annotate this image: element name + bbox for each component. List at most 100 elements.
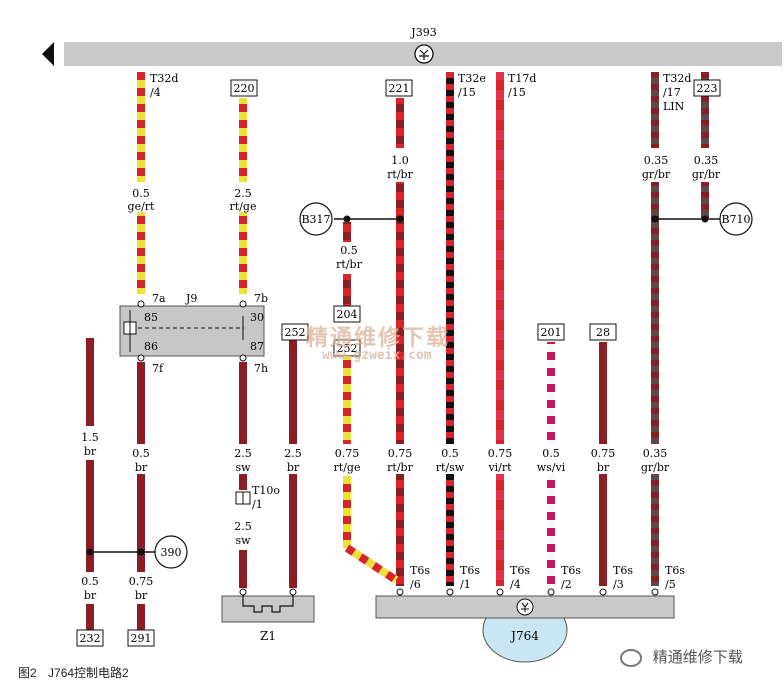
wire-ge-rt-mid bbox=[137, 212, 145, 294]
color-label: gr/br bbox=[692, 168, 721, 181]
top-labels: T32d /4 220 221 T32e /15 T17d /15 T32d /… bbox=[150, 72, 721, 113]
wire-box-label: 221 bbox=[389, 82, 410, 95]
wire-box bbox=[385, 79, 413, 97]
wire-box-label: 204 bbox=[337, 308, 358, 321]
gauge-label: 0.75 bbox=[335, 447, 360, 460]
color-label: gr/br bbox=[642, 168, 671, 181]
wire-box-label: 252 bbox=[285, 326, 306, 339]
ground-z1: Z1 bbox=[221, 588, 315, 643]
wire-rt-ge-upper bbox=[239, 98, 247, 182]
pin-label: 85 bbox=[144, 311, 158, 324]
gauge-label: 0.75 bbox=[488, 447, 513, 460]
color-label: rt/br bbox=[387, 461, 413, 474]
wire-box-label: 291 bbox=[131, 632, 152, 645]
pin-label: /3 bbox=[613, 578, 624, 591]
pin-label: 7h bbox=[254, 362, 268, 375]
splice-b710: B710 bbox=[651, 202, 753, 236]
splice-b317: B317 0.5 rt/br 204 252 bbox=[299, 202, 404, 584]
module-label: J764 bbox=[509, 629, 539, 643]
watermark-url: www.gzweix.com bbox=[322, 348, 432, 363]
gauge-label: 1.0 bbox=[391, 154, 409, 167]
pin-label: /2 bbox=[561, 578, 572, 591]
pin-label: /1 bbox=[252, 498, 263, 511]
color-label: rt/ge bbox=[230, 200, 257, 213]
gauge-label: 0.5 bbox=[132, 447, 150, 460]
gauge-label: 2.5 bbox=[234, 187, 252, 200]
wire-box-label: 252 bbox=[337, 342, 358, 355]
connector-label: T10o bbox=[252, 484, 280, 497]
pin-label: T6s bbox=[613, 564, 633, 577]
pin-label: T6s bbox=[460, 564, 480, 577]
pin-label: 7f bbox=[152, 362, 164, 375]
gauge-label: 0.5 bbox=[441, 447, 459, 460]
wire-gr-br-main bbox=[651, 182, 659, 444]
pin-label: 86 bbox=[144, 340, 158, 353]
pin-label: /15 bbox=[458, 86, 476, 99]
pin-label: T17d bbox=[508, 72, 536, 85]
bus-j393: J393 bbox=[42, 26, 782, 66]
gauge-label: 0.5 bbox=[340, 244, 358, 257]
module-j764: J764 bbox=[375, 595, 675, 663]
wire-box-label: 220 bbox=[234, 82, 255, 95]
wire-box-label: 28 bbox=[596, 326, 610, 339]
color-label: vi/rt bbox=[487, 461, 512, 474]
wire-gr-br-223 bbox=[701, 72, 709, 148]
gauge-label: 0.35 bbox=[643, 447, 668, 460]
pin-label: T32e bbox=[458, 72, 486, 85]
gauge-label: 2.5 bbox=[234, 447, 252, 460]
color-label: br bbox=[84, 589, 97, 602]
pin-label: /5 bbox=[665, 578, 676, 591]
upper-wires bbox=[137, 72, 709, 586]
splice-label: B317 bbox=[301, 213, 330, 226]
bottom-left: 0.5 br 0.75 br 232 291 bbox=[76, 575, 155, 647]
wire-rt-sw-lower bbox=[446, 474, 454, 586]
wechat-label: 精通维修下载 bbox=[652, 648, 743, 666]
upper-wire-labels: 0.5 ge/rt 2.5 rt/ge 1.0 rt/br 0.35 gr/br… bbox=[120, 150, 728, 213]
pin-label: T6s bbox=[510, 564, 530, 577]
pin-label: /6 bbox=[410, 578, 421, 591]
wire-box-label: 223 bbox=[697, 82, 718, 95]
arrow-left-icon bbox=[42, 42, 54, 66]
pin-label: /4 bbox=[150, 86, 161, 99]
color-label: br bbox=[135, 589, 148, 602]
gauge-label: 0.5 bbox=[542, 447, 560, 460]
figure-number: 图2 bbox=[18, 666, 37, 680]
ground-label: Z1 bbox=[260, 629, 276, 643]
lower-wires: 390 bbox=[86, 338, 607, 630]
color-label: br bbox=[287, 461, 300, 474]
mid-boxes: 252 201 28 bbox=[281, 323, 617, 341]
wire-vi-rt bbox=[496, 72, 504, 444]
wire-rt-sw bbox=[446, 72, 454, 444]
color-label: sw bbox=[235, 534, 251, 547]
color-label: rt/br bbox=[336, 258, 362, 271]
wire-box bbox=[230, 79, 258, 97]
gauge-label: 0.35 bbox=[644, 154, 669, 167]
pin-label: T6s bbox=[410, 564, 430, 577]
wire-box bbox=[693, 79, 721, 97]
lower-wire-labels: 1.5 br 0.5 br 2.5 sw 2.5 br 0.75 rt/ge 0… bbox=[70, 428, 670, 474]
gauge-label: 1.5 bbox=[81, 431, 99, 444]
pin-label: 7b bbox=[254, 292, 268, 305]
color-label: rt/br bbox=[387, 168, 413, 181]
pin-label: T6s bbox=[561, 564, 581, 577]
pin-label: T6s bbox=[665, 564, 685, 577]
wire-gr-br-223-lower bbox=[701, 182, 709, 218]
bus-label: J393 bbox=[410, 26, 436, 39]
connector-t10o: T10o /1 2.5 sw bbox=[234, 484, 280, 547]
relay-j9: J9 7a 7b 85 30 86 87 7f 7h bbox=[119, 292, 268, 375]
gauge-label: 0.35 bbox=[694, 154, 719, 167]
color-label: ws/vi bbox=[537, 461, 566, 474]
gauge-label: 2.5 bbox=[284, 447, 302, 460]
wire-box-label: 232 bbox=[80, 632, 101, 645]
gauge-label: 2.5 bbox=[234, 520, 252, 533]
pin-label: T32d bbox=[150, 72, 178, 85]
wire-rt-ge-mid bbox=[239, 212, 247, 294]
color-label: br bbox=[84, 445, 97, 458]
gauge-label: 0.75 bbox=[129, 575, 154, 588]
gauge-label: 0.5 bbox=[132, 187, 150, 200]
color-label: br bbox=[135, 461, 148, 474]
wire-rt-br-main bbox=[396, 182, 404, 444]
pin-label: 87 bbox=[250, 340, 264, 353]
pin-label: T32d bbox=[663, 72, 691, 85]
